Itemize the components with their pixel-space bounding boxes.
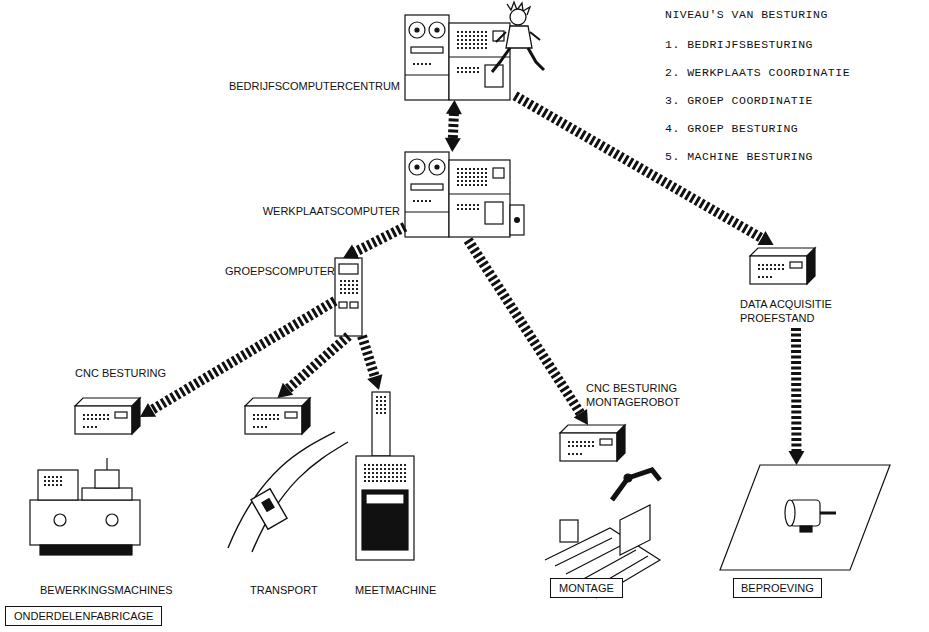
device-node: CNC BESTURING MONTAGEROBOT xyxy=(560,425,630,463)
arrow-head xyxy=(445,138,461,152)
hatched-arrow xyxy=(788,328,804,465)
hatched-arrow xyxy=(278,336,349,398)
arrow-shaft xyxy=(515,96,762,239)
device-node: CNC BESTURING xyxy=(75,398,140,436)
arrow-head xyxy=(140,403,156,417)
arrow-head xyxy=(446,100,462,114)
hatched-arrow xyxy=(468,240,588,425)
arrow-head xyxy=(788,451,804,465)
arrow-shaft xyxy=(362,336,375,378)
label-box: MONTAGE xyxy=(550,578,623,598)
device-node: TRANSPORT xyxy=(245,398,310,436)
node-label: DATA ACQUISITIE PROEFSTAND xyxy=(740,297,852,325)
node-label: MEETMACHINE xyxy=(355,583,436,597)
device-node: WERKPLAATSCOMPUTER xyxy=(405,152,510,240)
arrow-shaft xyxy=(453,113,454,139)
arrow-shaft xyxy=(355,227,405,252)
label-box: ONDERDELENFABRICAGE xyxy=(5,606,162,626)
arrow-head xyxy=(278,383,294,398)
level-list-item: 3. GROEP COORDINATIE xyxy=(665,94,813,107)
device-node: GROEPSCOMPUTER xyxy=(335,258,362,336)
hatched-arrow xyxy=(140,301,335,417)
node-label: CNC BESTURING MONTAGEROBOT xyxy=(586,381,691,409)
device-node: DATA ACQUISITIE PROEFSTAND xyxy=(740,245,852,328)
hatched-arrow xyxy=(362,336,382,390)
device-node: BEDRIJFSCOMPUTERCENTRUM xyxy=(405,15,515,100)
arrow-head xyxy=(343,245,359,259)
level-list-item: 2. WERKPLAATS COORDINATIE xyxy=(665,66,850,79)
arrow-head xyxy=(367,374,382,390)
node-label: CNC BESTURING xyxy=(75,366,166,380)
level-list-item: NIVEAU'S VAN BESTURING xyxy=(665,8,828,21)
level-list-item: 5. MACHINE BESTURING xyxy=(665,150,813,163)
arrow-head xyxy=(574,409,588,425)
node-label: ONDERDELENFABRICAGE xyxy=(14,609,153,623)
arrow-head xyxy=(757,231,773,245)
node-label: WERKPLAATSCOMPUTER xyxy=(215,204,400,218)
hatched-arrow xyxy=(343,227,405,259)
hatched-arrow xyxy=(515,96,774,245)
hatched-arrow xyxy=(445,100,462,152)
arrow-shaft xyxy=(791,328,801,452)
arrow-shaft xyxy=(468,240,581,414)
machine-caption: BEWERKINGSMACHINES xyxy=(40,583,173,597)
node-label: TRANSPORT xyxy=(250,583,318,597)
device-node: BEPROEVING xyxy=(720,465,890,573)
arrow-shaft xyxy=(287,336,348,389)
level-list-item: 1. BEDRIJFSBESTURING xyxy=(665,38,813,51)
level-list-item: 4. GROEP BESTURING xyxy=(665,122,798,135)
node-label: GROEPSCOMPUTER xyxy=(225,264,330,278)
device-node: MEETMACHINE xyxy=(355,390,415,562)
node-label: MONTAGE xyxy=(559,581,614,595)
node-label: BEDRIJFSCOMPUTERCENTRUM xyxy=(120,79,400,93)
arrow-shaft xyxy=(151,301,335,410)
node-label: BEPROEVING xyxy=(733,578,822,598)
